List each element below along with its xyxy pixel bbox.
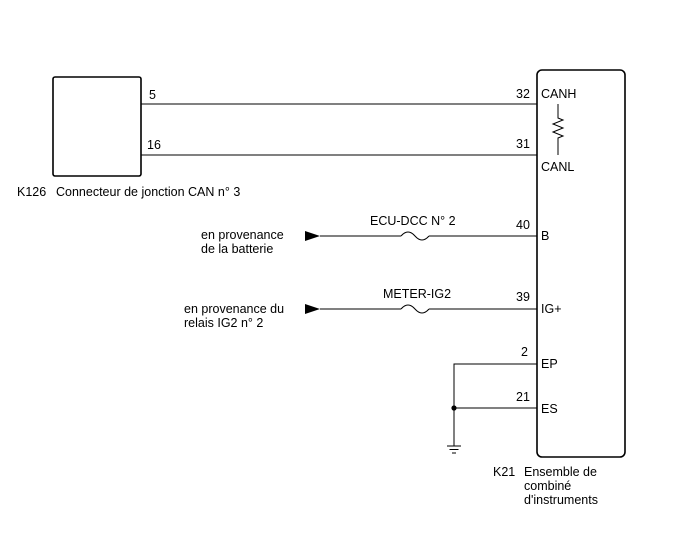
pin-k21-canl-label: CANL	[541, 160, 574, 174]
pin-k21-ep-label: EP	[541, 357, 558, 371]
pin-k21-ep-number: 2	[521, 345, 528, 359]
fuse-meter-ig2-icon	[400, 304, 430, 314]
source-battery-line2: de la batterie	[201, 242, 273, 256]
pin-k21-ig-label: IG+	[541, 302, 562, 316]
pin-k21-ig-number: 39	[516, 290, 530, 304]
fuse-meter-ig2-label: METER-IG2	[383, 287, 451, 301]
pin-k21-canl-number: 31	[516, 137, 530, 151]
pin-k21-b-label: B	[541, 229, 549, 243]
ecu-k21-name-line2: combiné	[524, 479, 571, 493]
ecu-k21-name-line3: d'instruments	[524, 493, 598, 507]
fuse-ecu-dcc-icon	[400, 231, 430, 241]
pin-k21-canh-label: CANH	[541, 87, 576, 101]
pin-k21-b-number: 40	[516, 218, 530, 232]
arrow-relay-icon	[305, 304, 320, 314]
source-relay-line2: relais IG2 n° 2	[184, 316, 263, 330]
pin-k126-canh: 5	[149, 88, 156, 102]
pin-k21-es-number: 21	[516, 390, 530, 404]
wire-ep	[453, 363, 537, 446]
pin-k21-canh-number: 32	[516, 87, 530, 101]
source-relay-line1: en provenance du	[184, 302, 284, 316]
fuse-ecu-dcc-label: ECU-DCC N° 2	[370, 214, 456, 228]
termination-resistor-icon	[551, 104, 565, 155]
arrow-battery-icon	[305, 231, 320, 241]
pin-k21-es-label: ES	[541, 402, 558, 416]
splice-point	[451, 405, 457, 411]
connector-k126-code: K126	[17, 185, 46, 199]
pin-k126-canl: 16	[147, 138, 161, 152]
ecu-k21-box	[536, 69, 626, 458]
source-battery-line1: en provenance	[201, 228, 284, 242]
connector-k126-box	[52, 76, 142, 177]
ecu-k21-code: K21	[493, 465, 515, 479]
ground-icon	[447, 445, 461, 454]
connector-k126-name: Connecteur de jonction CAN n° 3	[56, 185, 240, 199]
ecu-k21-name-line1: Ensemble de	[524, 465, 597, 479]
